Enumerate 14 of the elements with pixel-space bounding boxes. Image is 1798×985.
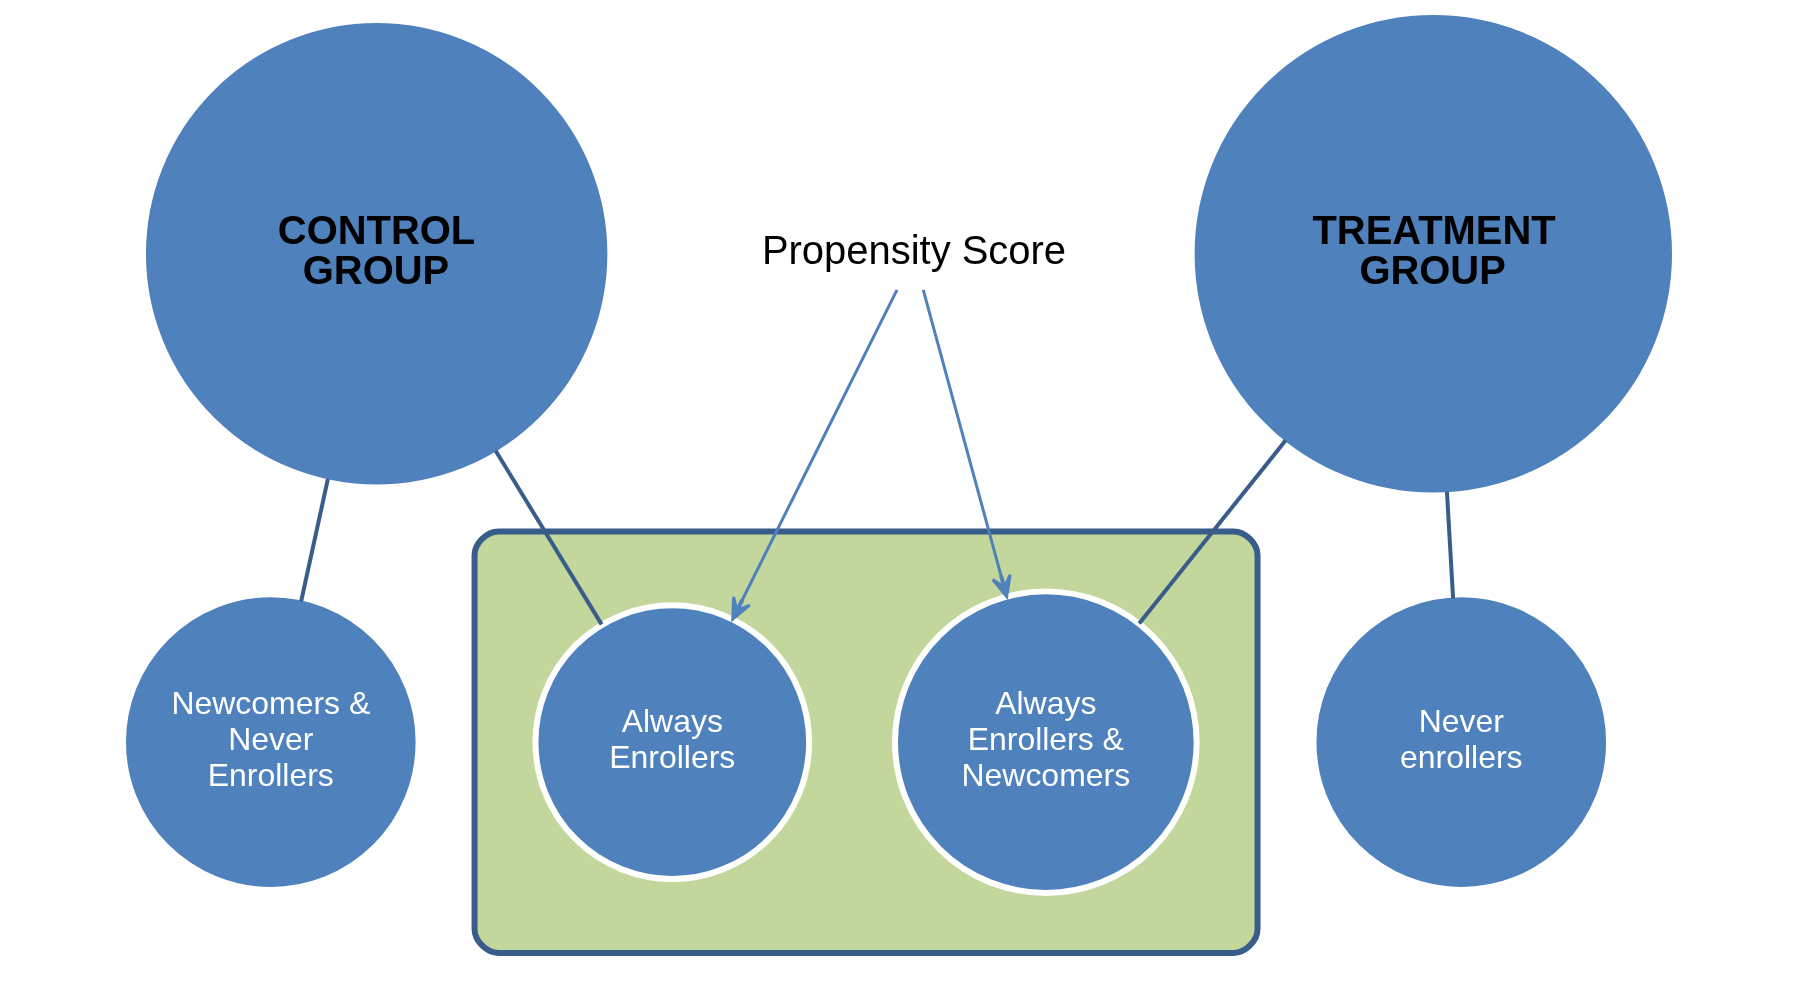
arrow — [731, 289, 899, 621]
node-circle: TREATMENT GROUP — [1194, 15, 1672, 493]
cluster — [471, 528, 1261, 956]
node-circle: CONTROL GROUP — [145, 23, 608, 485]
connector — [1137, 439, 1288, 625]
connector — [493, 449, 604, 626]
node-circle: Newcomers & Never Enrollers — [126, 597, 416, 887]
arrow — [921, 289, 1012, 598]
connector — [299, 478, 330, 602]
node-text: Propensity Score — [761, 227, 1067, 272]
node-circle: Always Enrollers — [532, 602, 813, 882]
node-circle: Always Enrollers & Newcomers — [892, 588, 1200, 896]
connector — [1444, 491, 1456, 599]
node-circle: Never enrollers — [1316, 597, 1607, 887]
